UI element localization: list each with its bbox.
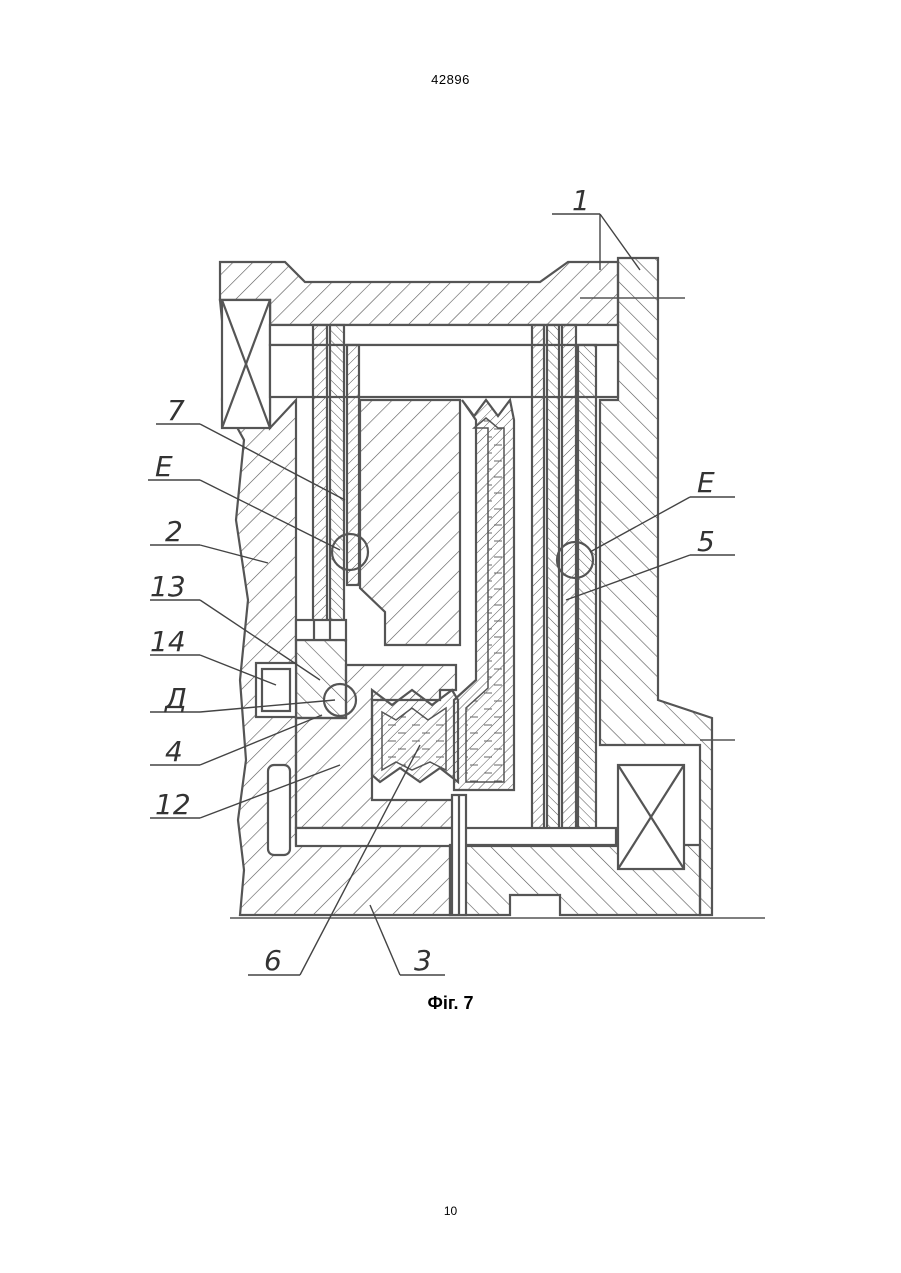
- label-7: 7: [167, 394, 185, 427]
- label-d: Д: [163, 682, 187, 715]
- central-core: [360, 400, 460, 645]
- label-12: 12: [155, 788, 191, 821]
- label-2: 2: [165, 515, 183, 548]
- label-13: 13: [150, 570, 186, 603]
- label-5: 5: [697, 525, 715, 558]
- label-6: 6: [264, 944, 282, 977]
- label-1: 1: [572, 184, 590, 217]
- figure-caption: Фіг. 7: [0, 993, 901, 1014]
- label-4: 4: [165, 735, 183, 768]
- label-e-right: E: [697, 466, 715, 499]
- label-e-left: E: [155, 450, 173, 483]
- page-number: 10: [0, 1204, 901, 1218]
- label-14: 14: [150, 625, 186, 658]
- top-cover: [220, 262, 618, 325]
- label-3: 3: [414, 944, 432, 977]
- block-13: [296, 640, 346, 718]
